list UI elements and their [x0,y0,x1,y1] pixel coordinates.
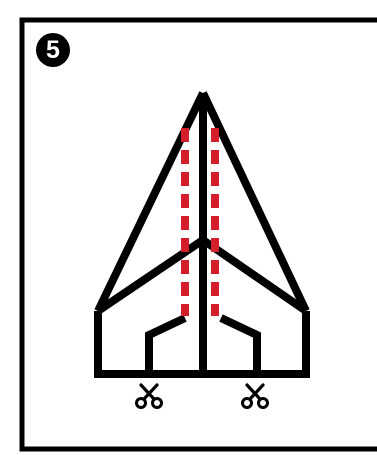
scissors-icon [134,381,164,411]
scissors-icon [240,381,270,411]
step-number-badge: 5 [36,33,70,67]
plane-left-tab [149,318,185,374]
plane-right-tab [221,318,257,374]
paper-plane-outline [98,93,306,374]
